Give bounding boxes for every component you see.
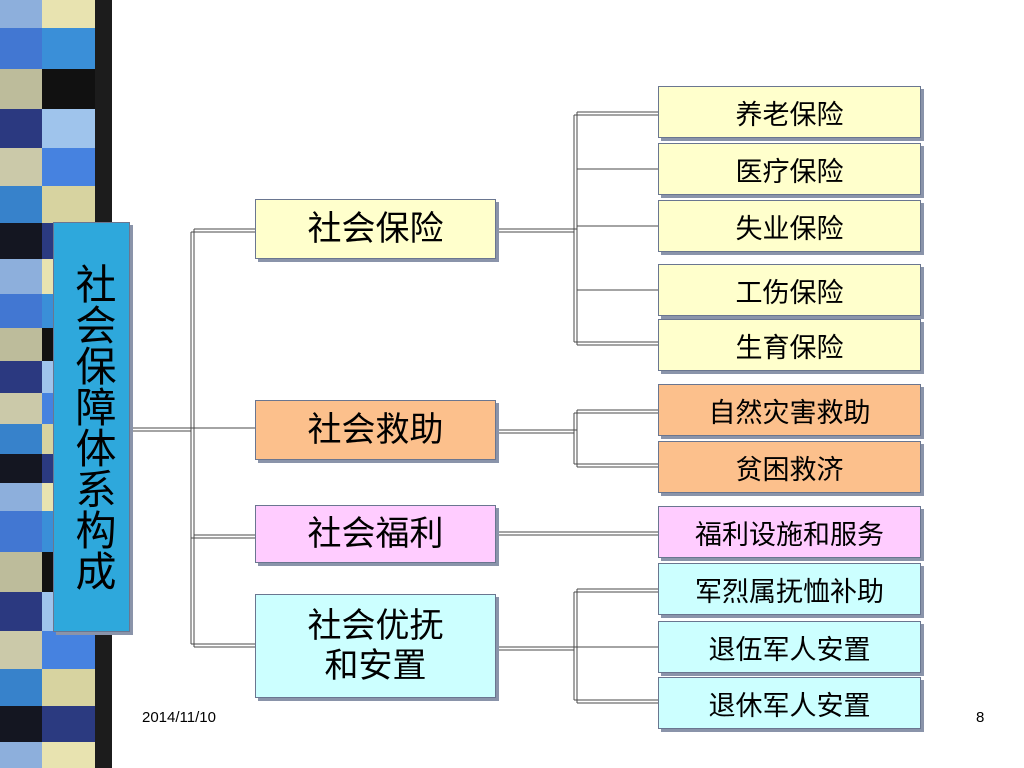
leaf-label: 生育保险 (735, 332, 844, 364)
leaf-martyr-family-pension: 军烈属抚恤补助 (658, 563, 921, 615)
category-label: 社会福利 (307, 514, 444, 554)
leaf-unemployment-insurance: 失业保险 (658, 200, 921, 252)
root-label: 社会保障体系构成 (68, 263, 116, 591)
leaf-veteran-resettlement: 退伍军人安置 (658, 621, 921, 673)
leaf-label: 养老保险 (735, 99, 844, 131)
leaf-pension-insurance: 养老保险 (658, 86, 921, 138)
leaf-label: 失业保险 (735, 213, 844, 245)
leaf-disaster-relief: 自然灾害救助 (658, 384, 921, 436)
leaf-label: 工伤保险 (735, 277, 844, 309)
leaf-maternity-insurance: 生育保险 (658, 319, 921, 371)
leaf-retired-military-resettlement: 退休军人安置 (658, 677, 921, 729)
leaf-label: 退伍军人安置 (708, 634, 871, 666)
leaf-label: 自然灾害救助 (708, 397, 871, 429)
leaf-label: 贫困救济 (735, 454, 844, 486)
leaf-poverty-relief: 贫困救济 (658, 441, 921, 493)
leaf-label: 福利设施和服务 (695, 519, 884, 551)
category-social-assistance: 社会救助 (255, 400, 496, 460)
footer-page-number: 8 (976, 709, 985, 726)
leaf-label: 医疗保险 (735, 156, 844, 188)
footer-date: 2014/11/10 (142, 709, 216, 726)
leaf-label: 军烈属抚恤补助 (695, 576, 884, 608)
category-social-welfare: 社会福利 (255, 505, 496, 563)
leaf-work-injury-insurance: 工伤保险 (658, 264, 921, 316)
category-special-care: 社会优抚 和安置 (255, 594, 496, 698)
leaf-medical-insurance: 医疗保险 (658, 143, 921, 195)
decorative-stripe (0, 0, 112, 768)
root-node: 社会保障体系构成 (53, 222, 130, 632)
category-label: 社会救助 (307, 410, 444, 450)
leaf-welfare-facilities: 福利设施和服务 (658, 506, 921, 558)
category-label-line-1: 社会优抚 (307, 606, 444, 646)
category-label: 社会保险 (307, 209, 444, 249)
leaf-label: 退休军人安置 (708, 690, 871, 722)
category-social-insurance: 社会保险 (255, 199, 496, 259)
category-label-line-2: 和安置 (324, 646, 427, 686)
